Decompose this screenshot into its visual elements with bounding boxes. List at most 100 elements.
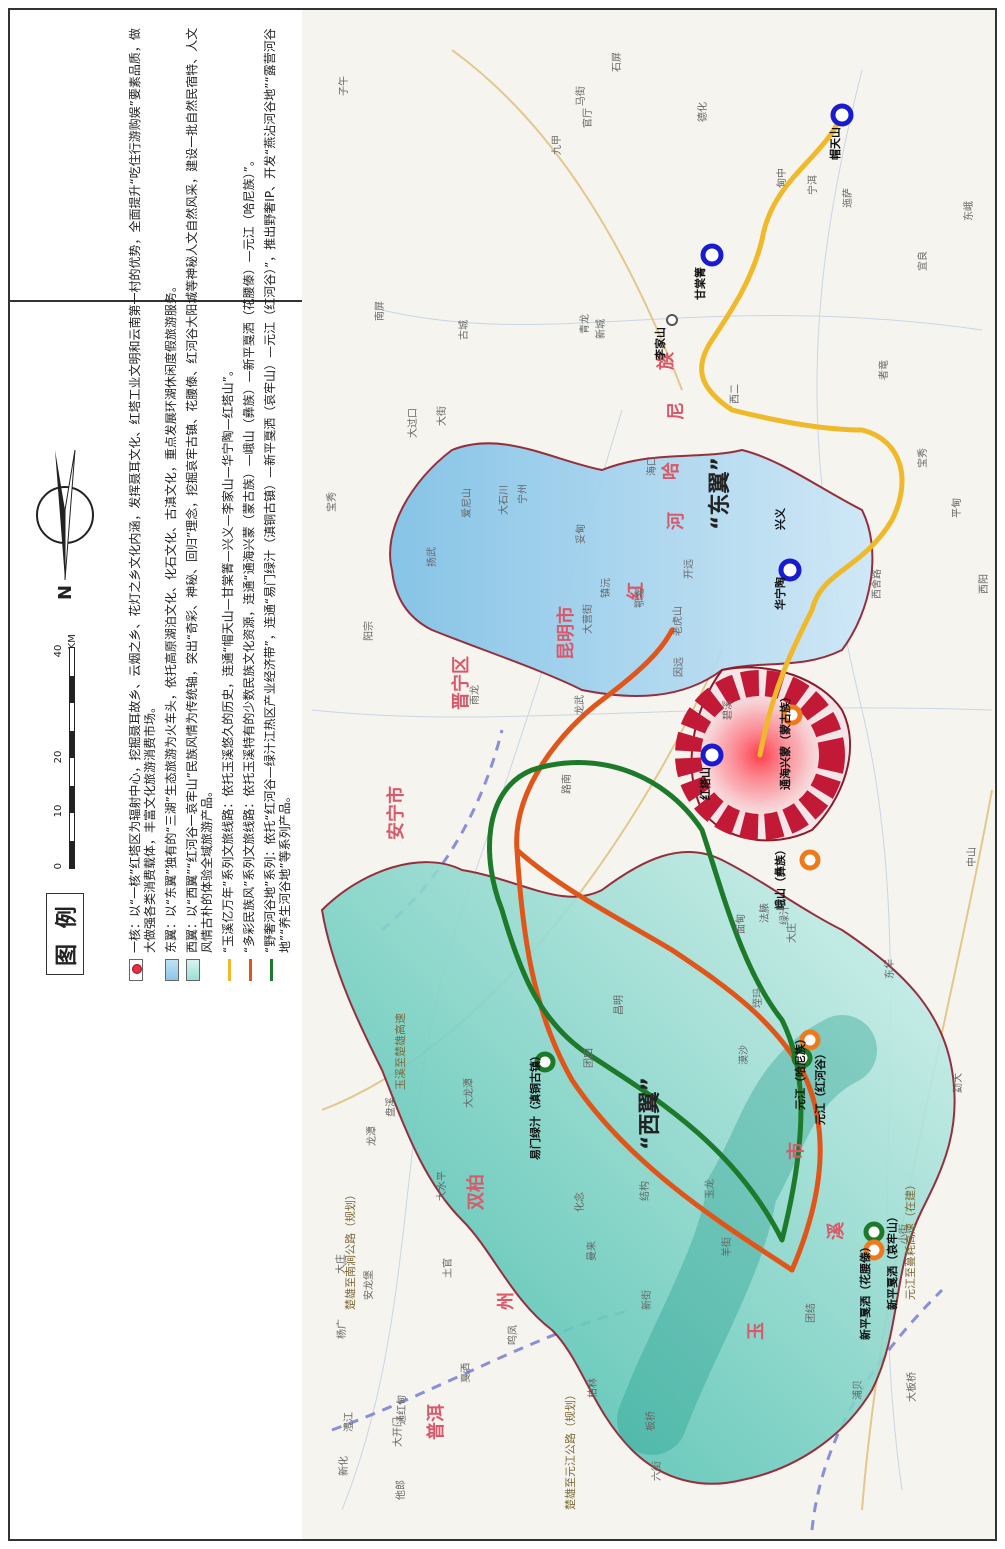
place-label: 六街 [652,1461,663,1481]
place-label: 柏林 [588,1378,599,1398]
legend-item-east: 东翼：以“东翼”独有的“三湖”生态旅游为火车头，依托高原湖泊文化、化石文化、古滇… [164,24,179,981]
legend-item-route-green: “野奢河谷地”系列：依托“红河谷—绿汁江热区产业经济带”，连通“易门绿汁（滇铜古… [263,24,293,981]
legend-item-text: 西翼：以“西翼”“红河谷一哀牢山”民族风情为传统轴，突出“奇彩、神秘、回归”理念… [185,27,214,953]
city-label: 州 [496,1292,517,1310]
road-label: 楚雄至南涧公路（规划） [344,1189,357,1310]
green-route-line [487,760,804,1243]
place-label: 龙武 [575,695,586,715]
map-graphic [311,49,993,1531]
yellow-route-line-icon [222,959,236,981]
place-label: 板桥 [646,1411,657,1431]
node-label-huaningtao: 华宁陶 [774,577,787,610]
core-symbol-icon [129,959,143,981]
green-route-line-icon [264,959,278,981]
place-label: 宁州 [518,484,529,504]
legend-item-route-orange: “多彩民族风”系列文旅线路：依托玉溪特有的少数民族文化资源，连通“通海兴蒙（蒙古… [242,24,257,981]
node-maotianshan[interactable] [830,103,854,127]
place-label: 大开门 [393,1417,404,1447]
map-frame [8,8,997,1541]
west-wing-region[interactable] [320,851,956,1485]
node-yimen[interactable] [534,1051,556,1073]
city-label: 市 [786,1142,807,1160]
legend-items: 一核：以“一核”红塔区为辐射中心，挖掘聂耳故乡、云烟之乡、花灯之乡文化内涵，发挥… [122,10,300,995]
map-canvas[interactable]: “东翼” “西翼” 昆明市 安宁市 晋宁区 红 河 哈 尼 族 玉 溪 市 双柏… [302,10,995,1539]
place-label: 西二 [730,384,741,404]
place-label: 团结 [806,1303,817,1323]
node-gasa-huayao[interactable] [863,1239,885,1261]
yellow-route-line [699,112,905,758]
place-label: 土官 [443,1258,454,1278]
city-label: 双柏 [466,1174,487,1210]
city-label: 昆明市 [556,606,577,660]
place-label: 垤玛 [753,988,764,1008]
west-wing-swatch-icon [186,959,200,981]
place-label: 碧溪 [723,700,734,720]
place-label: 大庄 [787,923,798,943]
place-label: 澧江 [344,1412,355,1432]
place-label: 东华 [885,959,896,979]
place-label: 结构 [640,1181,651,1201]
svg-text:N: N [55,585,76,600]
place-label: 甸中 [777,168,788,188]
node-yuanjiang-hhg[interactable] [791,1047,813,1069]
city-label: 河 [666,512,687,530]
city-label: 玉 [746,1322,767,1340]
place-label: 宝秀 [327,492,338,512]
place-label: 平甸 [952,498,963,518]
legend-item-route-yellow: “玉溪亿万年”系列文旅线路：依托玉溪悠久的历史，连通“帽天山—甘棠箐—兴义—李家… [221,24,236,981]
legend-item-text: 一核：以“一核”红塔区为辐射中心，挖掘聂耳故乡、云烟之乡、花灯之乡文化内涵，发挥… [128,28,157,953]
scale-tick-20: 20 [52,750,64,764]
place-label: 东峨 [964,201,975,221]
place-label: 戛洒 [461,1363,472,1383]
place-label: 大营街 [583,604,594,634]
place-label: 九甲 [552,135,563,155]
place-label: 西舍路 [872,569,883,599]
place-label: 西阳 [979,574,990,594]
place-label: 扬武 [427,547,438,567]
place-label: 浦贝 [853,1380,864,1400]
node-huaningtao[interactable] [778,558,802,582]
node-gasa-ailao[interactable] [863,1221,885,1243]
road-label: 楚雄至元江公路（规划） [564,1389,577,1510]
north-arrow-icon: N [36,450,94,600]
node-label-yuanjiang-hhg: 元江（红河谷） [814,1048,827,1125]
place-label: 德化 [698,102,709,122]
place-label: 古城 [459,320,470,340]
node-label-lijiashan: 李家山 [654,327,667,360]
place-label: 老虎山 [673,606,684,636]
scale-tick-10: 10 [52,804,64,818]
city-label: 普洱 [426,1404,447,1440]
scale-bar-graphic [68,647,75,870]
place-label: 玉龙 [705,1179,716,1199]
east-wing-swatch-icon [165,959,179,981]
place-label: 绿汁 [780,905,791,925]
node-eshan[interactable] [799,849,821,871]
node-hongtashan[interactable] [700,743,724,767]
node-label-maotianshan: 帽天山 [829,127,842,160]
place-label: 曼来 [587,1241,598,1261]
node-tonghai[interactable] [781,704,803,726]
place-label: 新化 [339,1456,350,1476]
node-yuanjiang-hani[interactable] [799,1029,821,1051]
place-label: 鸣凤 [508,1325,519,1345]
place-label: 中山 [967,847,978,867]
city-label: 安宁市 [386,786,407,840]
node-gantangqing[interactable] [700,243,724,267]
legend-header: 图 例 0 10 20 40 KM N [10,10,120,995]
place-label: 青龙 [580,314,591,334]
scale-tick-0: 0 [52,862,64,870]
place-label: 鄂嘉 [635,588,646,608]
place-label: 杨广 [337,1319,348,1339]
place-label: 宝秀 [918,448,929,468]
place-label: 团田 [584,1048,595,1068]
place-label: 阳宗 [364,621,375,641]
place-label: 勐大 [953,1073,964,1093]
east-wing-region[interactable] [389,442,874,697]
node-label-yuanjiang-hani: 元江（哈尼族） [794,1033,807,1110]
node-lijiashan[interactable] [666,314,678,326]
place-label: 大石川 [499,485,510,515]
place-label: 大街 [437,406,448,426]
place-label: 新街 [642,1290,653,1310]
place-label: 因远 [674,657,685,677]
place-label: 迤萨 [843,188,854,208]
